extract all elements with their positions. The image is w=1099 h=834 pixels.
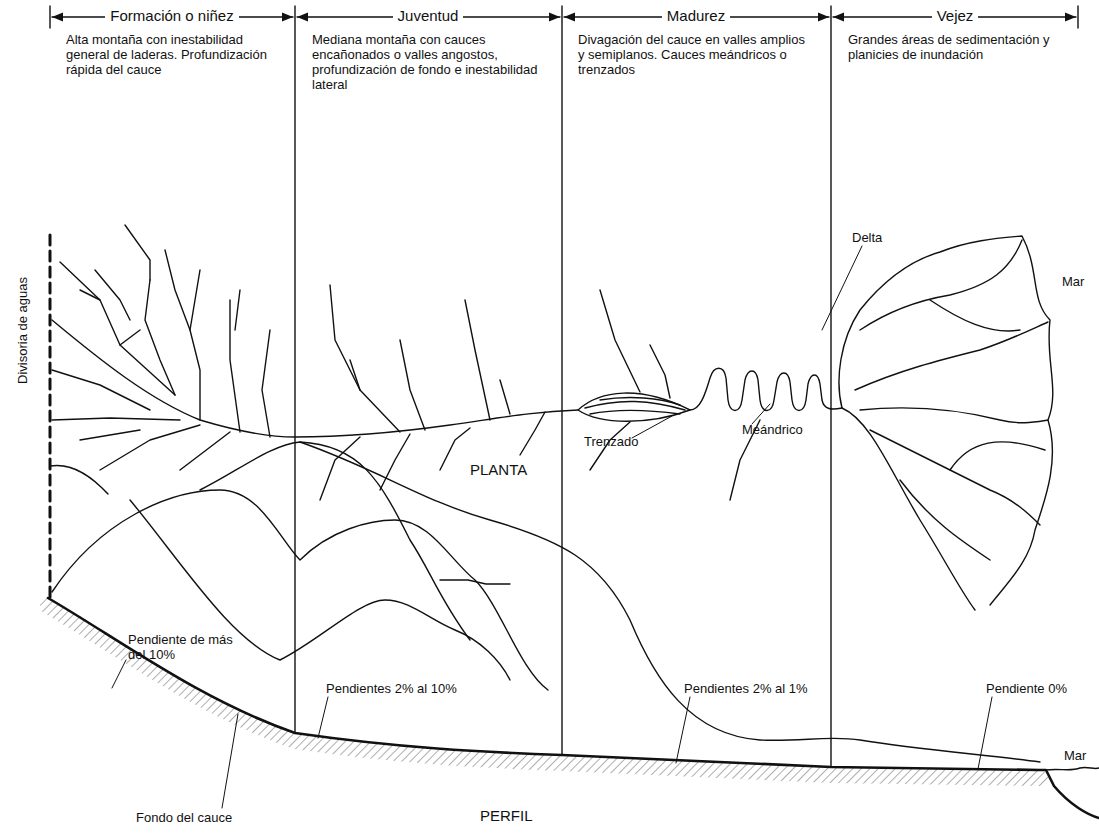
divide-label: Divisoria de aguas <box>15 277 30 384</box>
feature-label: Trenzado <box>584 434 638 449</box>
stage-title: Formación o niñez <box>105 8 238 23</box>
sea-surface <box>1046 767 1099 770</box>
stage-description: Divagación del cauce en valles amplios y… <box>578 32 814 77</box>
profile-relief <box>50 442 1040 762</box>
stage-description: Grandes áreas de sedimentación y planici… <box>848 32 1058 62</box>
stage-brackets <box>50 6 1078 28</box>
stage-description: Alta montaña con inestabilidad general d… <box>66 32 271 77</box>
bed-label: Fondo del cauce <box>136 810 232 825</box>
stage-title: Juventud <box>393 8 464 23</box>
view-title: PERFIL <box>480 808 533 823</box>
feature-label: Meándrico <box>742 422 803 437</box>
slope-label: Pendientes 2% al 1% <box>684 681 808 696</box>
stage-description: Mediana montaña con cauces encañonados o… <box>312 32 550 92</box>
slope-label: Pendiente 0% <box>986 681 1067 696</box>
slope-label: Pendientes 2% al 10% <box>326 681 457 696</box>
feature-label: Mar <box>1064 748 1086 763</box>
view-title: PLANTA <box>470 462 527 477</box>
leader-lines <box>112 246 992 808</box>
delta <box>839 236 1053 610</box>
stage-separators <box>295 6 831 767</box>
divide-line <box>49 235 52 600</box>
channel-bed <box>48 598 1099 818</box>
slope-label: Pendiente de más del 10% <box>128 632 248 662</box>
stage-title: Vejez <box>932 8 979 23</box>
feature-label: Mar <box>1062 274 1084 289</box>
bed-hatch <box>48 606 1040 778</box>
river-plan <box>52 225 842 500</box>
stage-title: Madurez <box>662 8 730 23</box>
feature-label: Delta <box>852 230 882 245</box>
